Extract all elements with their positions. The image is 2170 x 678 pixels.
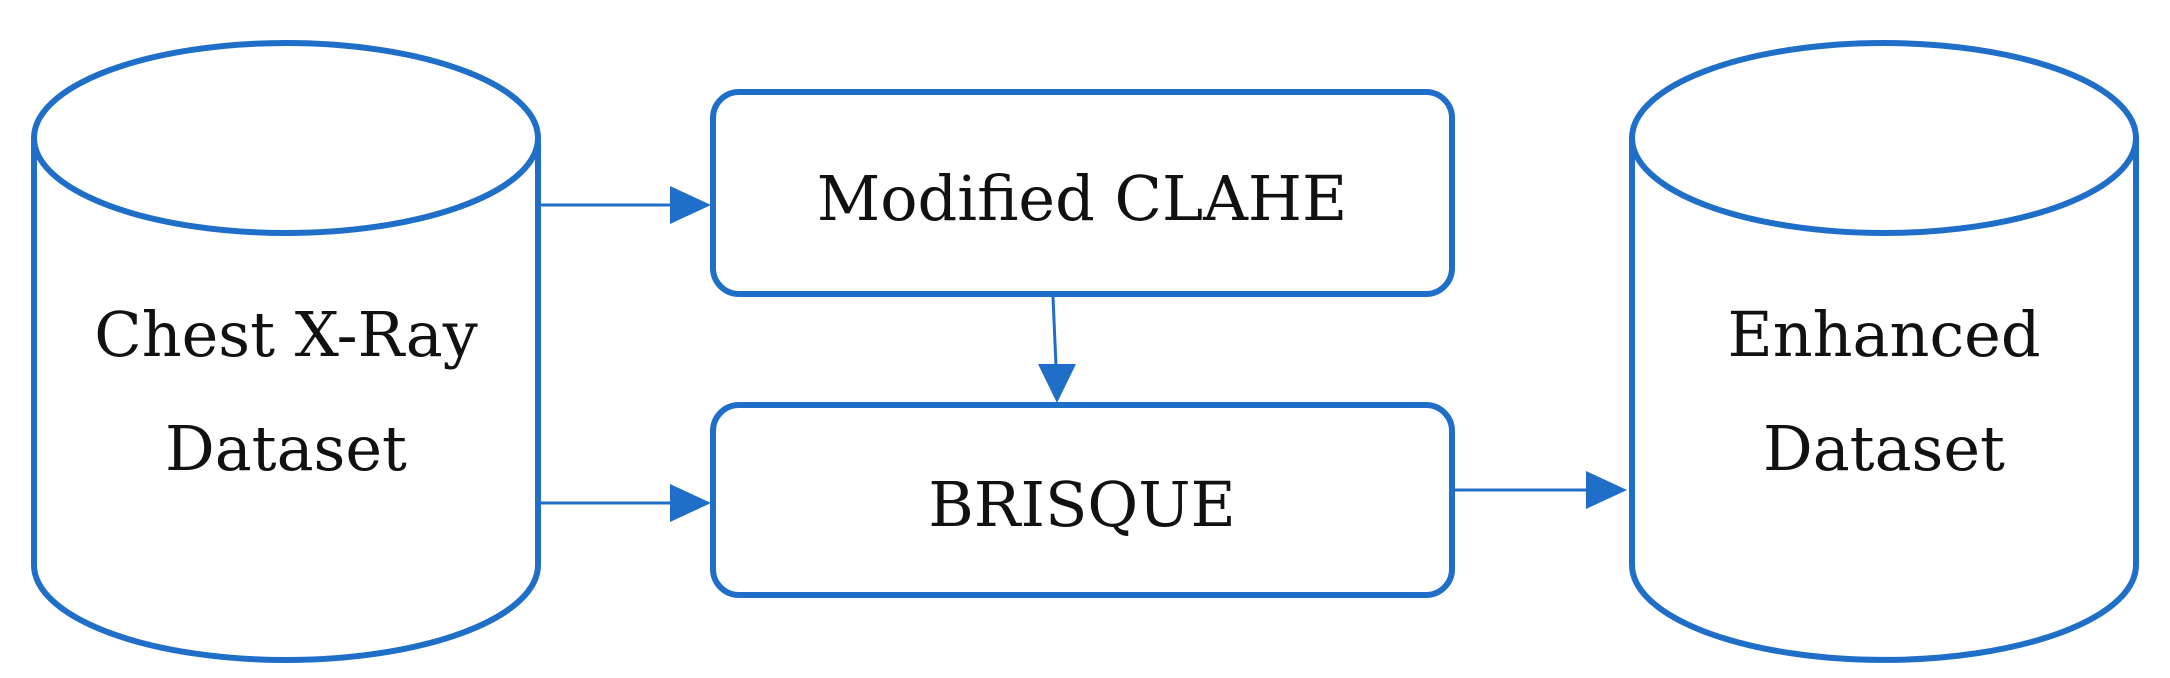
source-label-line1: Chest X-Ray	[94, 298, 477, 371]
arrow-brisque-to-target	[1455, 471, 1627, 509]
target-cylinder-top	[1629, 40, 2139, 236]
arrow-clahe-to-brisque	[1038, 296, 1076, 403]
arrowhead-icon	[1586, 471, 1627, 509]
source-label-line2: Dataset	[165, 412, 407, 485]
arrow-source-to-brisque	[541, 484, 711, 522]
arrow-source-to-clahe	[541, 186, 711, 224]
arrowhead-icon	[670, 186, 711, 224]
target-label-line1: Enhanced	[1727, 298, 2040, 371]
target-dataset-cylinder: Enhanced Dataset	[1629, 40, 2139, 663]
source-cylinder-top	[31, 40, 541, 236]
clahe-rect	[710, 89, 1455, 297]
brisque-box: BRISQUE	[710, 402, 1455, 598]
clahe-box: Modified CLAHE	[710, 89, 1455, 297]
target-cylinder-body	[1629, 138, 2139, 663]
source-cylinder-body	[31, 138, 541, 663]
brisque-rect	[710, 402, 1455, 598]
brisque-label: BRISQUE	[928, 468, 1236, 541]
source-dataset-cylinder: Chest X-Ray Dataset	[31, 40, 541, 663]
arrowhead-icon	[670, 484, 711, 522]
clahe-label: Modified CLAHE	[817, 162, 1347, 235]
target-label-line2: Dataset	[1763, 412, 2005, 485]
arrowhead-icon	[1038, 364, 1076, 403]
